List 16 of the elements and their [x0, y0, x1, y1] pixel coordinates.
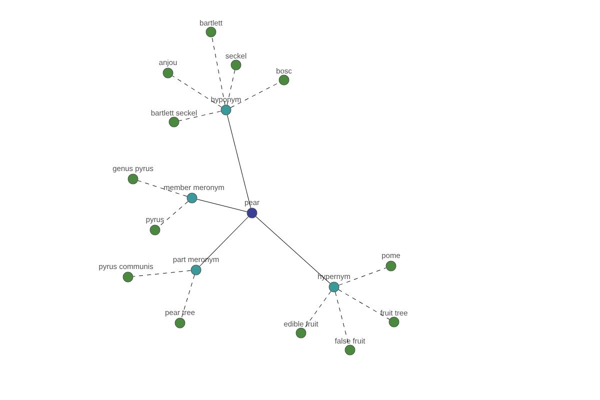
connector-line — [256, 216, 330, 284]
connector-line — [181, 274, 195, 318]
connector-line — [199, 216, 249, 266]
connector-line — [132, 270, 192, 277]
connector-line — [227, 114, 251, 208]
connector-line — [226, 70, 236, 106]
connector-line — [138, 180, 188, 197]
connector-line — [212, 36, 226, 106]
connector-line — [338, 268, 386, 286]
connector-line — [338, 289, 390, 320]
connector-line — [178, 110, 222, 122]
connector-line — [158, 201, 188, 227]
connector-line — [304, 291, 332, 329]
connector-line — [172, 76, 222, 108]
connector-line — [335, 292, 349, 346]
connector-line — [196, 199, 248, 212]
